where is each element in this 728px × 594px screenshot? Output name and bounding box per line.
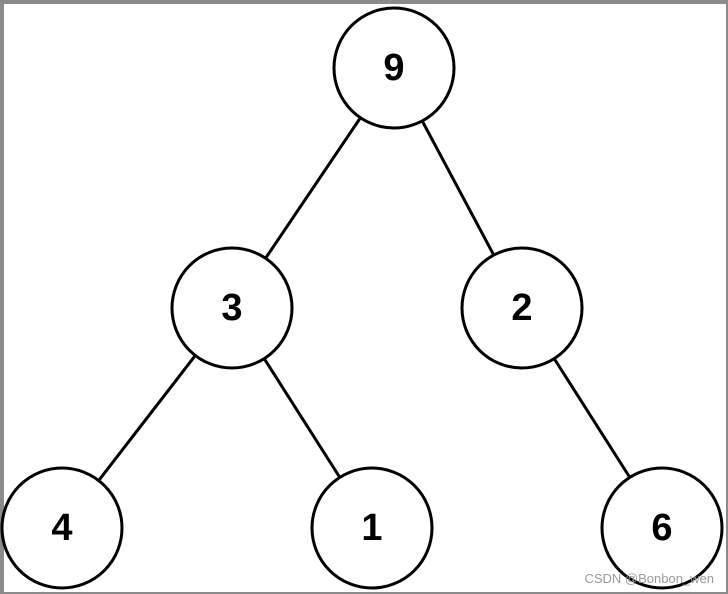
tree-node-circle — [332, 6, 456, 130]
tree-node-circle — [600, 466, 724, 590]
tree-node: 6 — [600, 466, 724, 590]
tree-node-circle — [310, 466, 434, 590]
tree-edge — [420, 119, 496, 257]
tree-edge — [552, 357, 632, 479]
tree-node-circle — [170, 246, 294, 370]
tree-node: 4 — [0, 466, 124, 590]
tree-node: 2 — [460, 246, 584, 370]
tree-node-circle — [0, 466, 124, 590]
tree-edge — [264, 116, 362, 260]
tree-edges — [97, 116, 632, 483]
tree-node-label: 1 — [361, 507, 382, 549]
tree-node: 3 — [170, 246, 294, 370]
tree-node: 9 — [332, 6, 456, 130]
tree-node-circle — [460, 246, 584, 370]
tree-node-label: 9 — [383, 47, 404, 89]
tree-edge — [97, 353, 197, 483]
tree-nodes: 9 3 2 4 1 6 — [0, 6, 724, 590]
tree-node-label: 2 — [511, 287, 532, 329]
tree-edge — [262, 357, 342, 479]
tree-node: 1 — [310, 466, 434, 590]
tree-node-label: 3 — [221, 287, 242, 329]
watermark-text: CSDN @Bonbon_wen — [584, 571, 714, 586]
tree-node-label: 6 — [651, 507, 672, 549]
tree-node-label: 4 — [51, 507, 72, 549]
